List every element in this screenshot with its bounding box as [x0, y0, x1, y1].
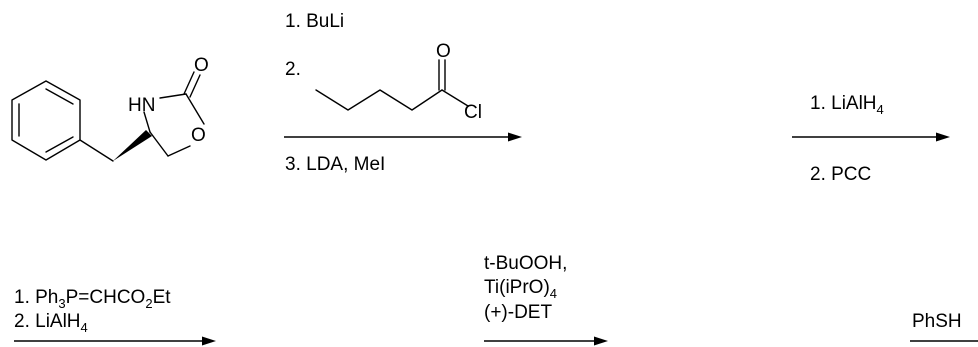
benzyl-bond [79, 139, 114, 162]
benzene-double-bond [45, 136, 74, 153]
step1-reagent-3: 3. LDA, MeI [285, 154, 385, 175]
step4-line-1: t-BuOOH, [484, 253, 567, 274]
acyl-chain [315, 89, 443, 111]
nh-label: HN [128, 95, 155, 116]
step3-reagent-1: 1. Ph3P=CHCO2Et [14, 287, 171, 311]
step3-arrowhead [202, 336, 216, 346]
step3-reagents: 1. Ph3P=CHCO2Et 2. LiAlH4 [14, 287, 216, 346]
step1-reagent-2-label: 2. [285, 59, 301, 80]
acyl-oxygen-label: O [436, 41, 451, 62]
ring-bond [159, 93, 187, 99]
benzene-ring [11, 80, 81, 161]
step4-line-2: Ti(iPrO)4 [484, 277, 557, 301]
carbonyl-double-bond [183, 71, 195, 95]
step4-arrowhead [594, 336, 608, 346]
carbonyl-oxygen-label: O [194, 55, 209, 76]
ring-bond [185, 93, 205, 125]
step5-reagent: PhSH [912, 311, 962, 332]
step4-reagents: t-BuOOH, Ti(iPrO)4 (+)-DET [484, 253, 608, 346]
ring-bond [149, 131, 169, 157]
oxazolidinone-structure: O HN O [11, 55, 209, 162]
benzene-double-bond [45, 88, 74, 105]
stereo-wedge [113, 130, 152, 161]
step2-reagent-1: 1. LiAlH4 [810, 93, 884, 117]
step2-arrowhead [936, 132, 950, 142]
ring-oxygen-label: O [191, 125, 206, 146]
step4-line-3: (+)-DET [484, 302, 552, 323]
step1-reagent-1: 1. BuLi [285, 11, 344, 32]
step5-reagents: PhSH [910, 311, 978, 342]
step2-reagents: 1. LiAlH4 2. PCC [792, 93, 950, 185]
step1-reagents: 1. BuLi 2. O Cl 3. LDA, MeI [284, 11, 522, 175]
step3-reagent-2: 2. LiAlH4 [14, 311, 88, 335]
acyl-chlorine-label: Cl [464, 102, 482, 123]
step2-reagent-2: 2. PCC [810, 164, 871, 185]
ring-bond [167, 145, 191, 157]
ring-bond [143, 111, 151, 133]
step1-arrowhead [508, 132, 522, 142]
acyl-c-cl-bond [441, 89, 469, 107]
carbonyl-double-bond [189, 74, 201, 98]
